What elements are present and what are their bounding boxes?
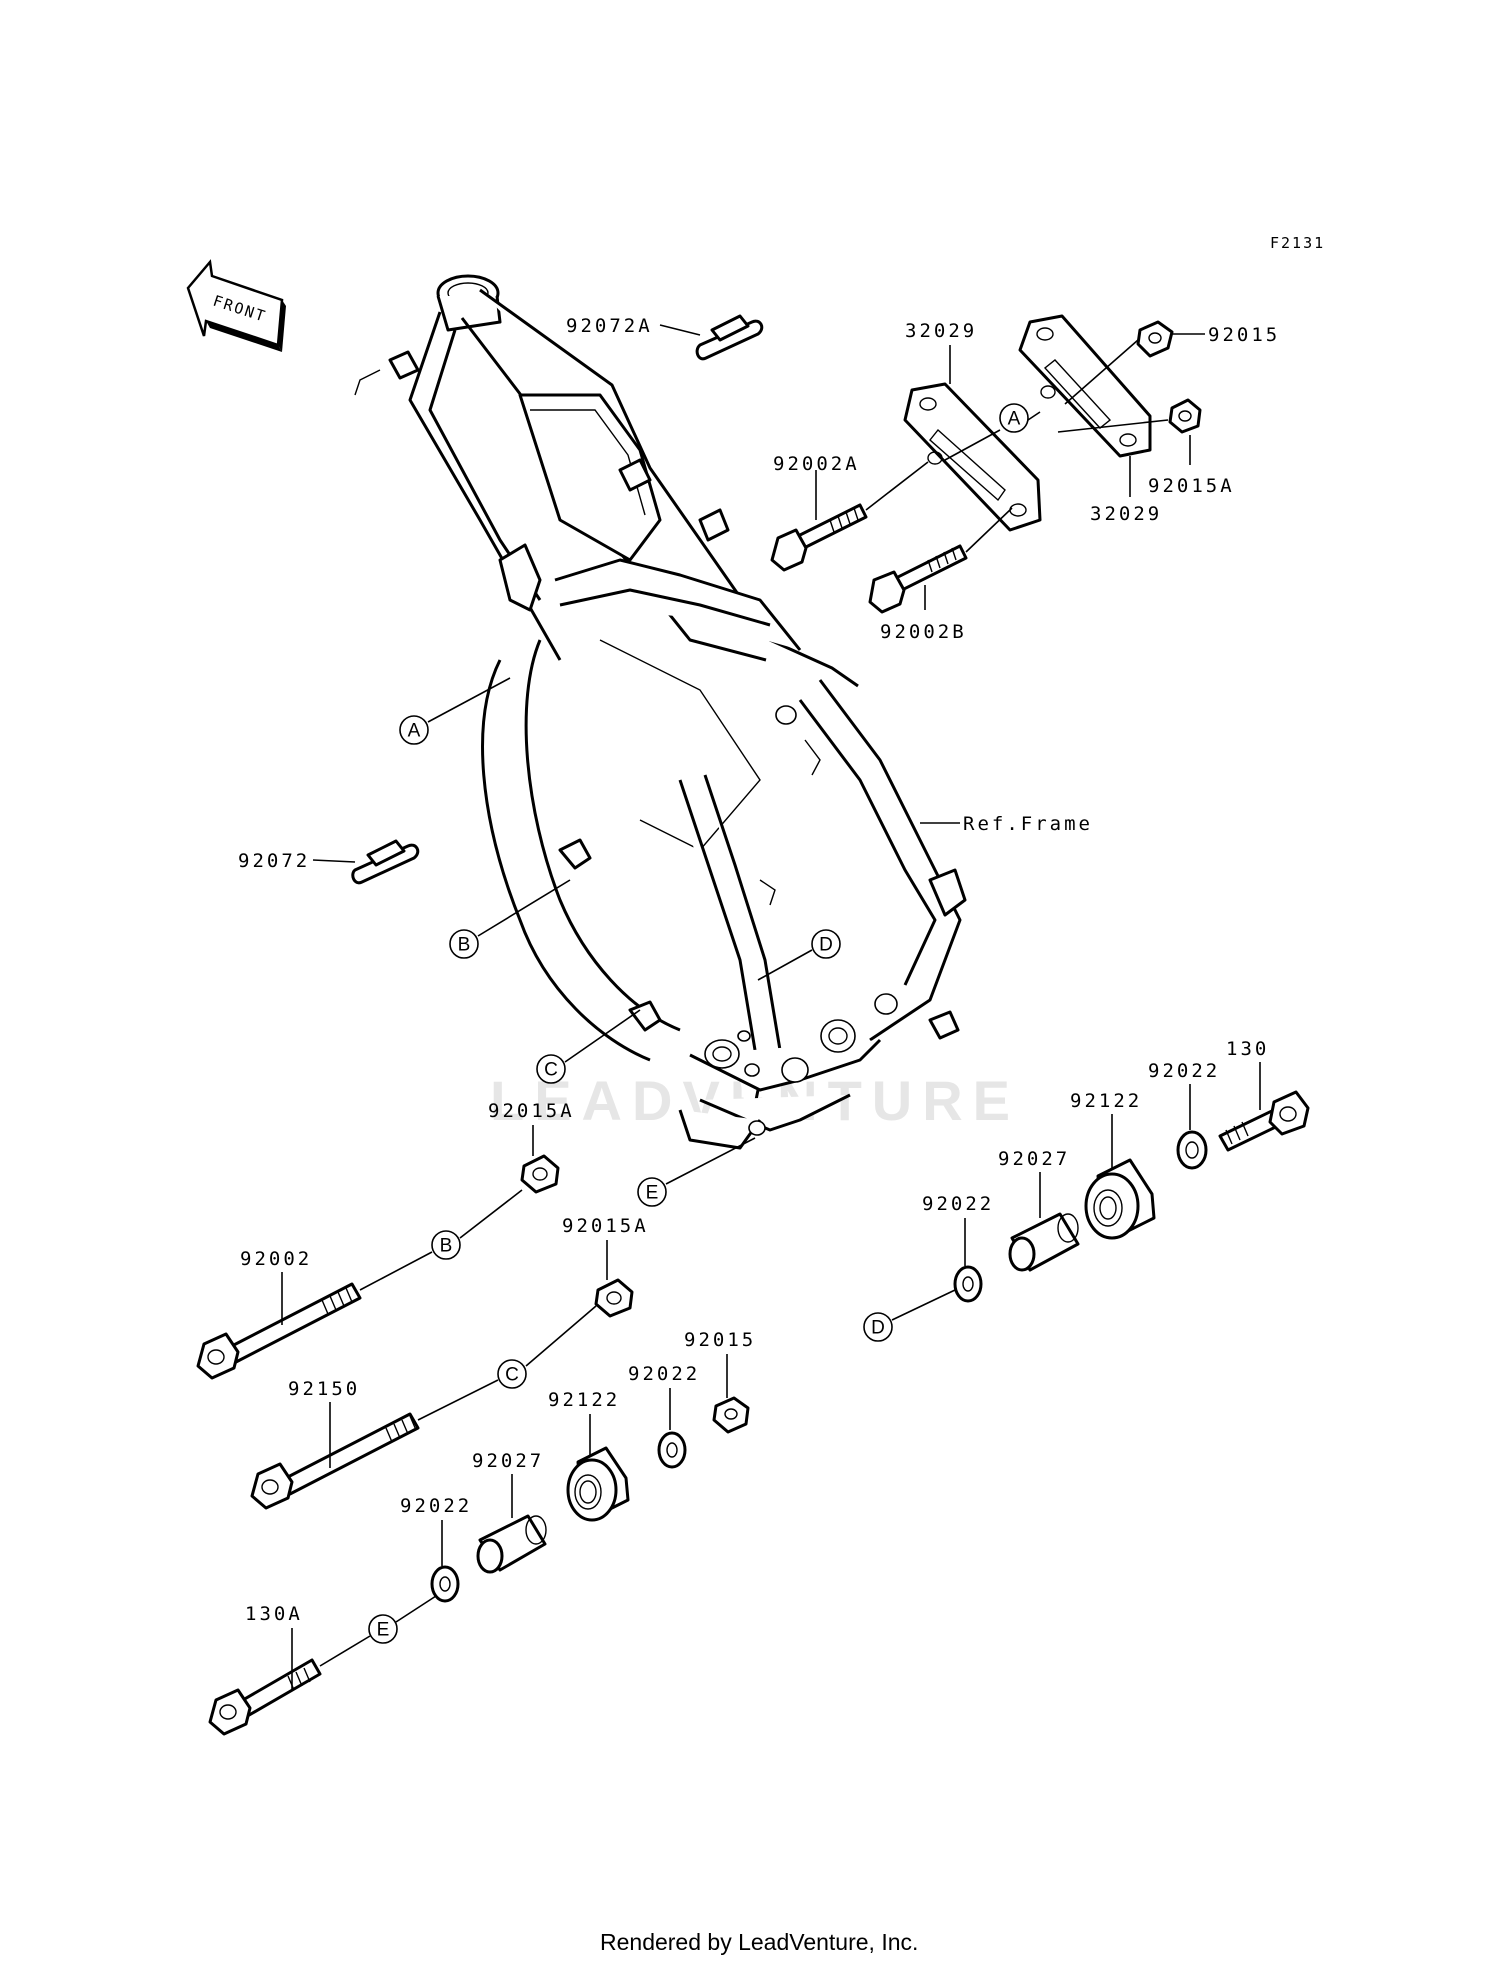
bracket-plate-32029-front (903, 382, 1042, 532)
label-92015A-mid: 92015A (488, 1100, 575, 1122)
bolt-92002 (196, 1282, 362, 1380)
label-92072A: 92072A (566, 315, 653, 337)
bolt-130 (1218, 1090, 1310, 1152)
washer-92022-right-top (1176, 1130, 1208, 1170)
callout-C-frame: C (544, 1060, 558, 1081)
label-92027-low: 92027 (472, 1450, 544, 1472)
label-92015A-top: 92015A (1148, 475, 1235, 497)
ref-frame-label: Ref.Frame (963, 813, 1093, 835)
label-92022-left: 92022 (400, 1495, 472, 1517)
collar-92027-right (1008, 1212, 1080, 1272)
callout-D-frame: D (819, 935, 833, 956)
nut-92015-low (712, 1396, 750, 1434)
nut-92015A-low (594, 1278, 634, 1318)
label-130: 130 (1226, 1038, 1269, 1060)
label-92022-right-top: 92022 (1148, 1060, 1220, 1082)
label-92072: 92072 (238, 850, 310, 872)
label-92122-low: 92122 (548, 1389, 620, 1411)
washer-92022-low (657, 1431, 687, 1469)
label-92122-right: 92122 (1070, 1090, 1142, 1112)
label-92002: 92002 (240, 1248, 312, 1270)
nut-92015A-top (1168, 398, 1202, 434)
label-130A: 130A (245, 1603, 303, 1625)
frame-drawing (354, 274, 967, 1150)
callout-B-bolt: B (440, 1236, 453, 1257)
callout-E-frame: E (646, 1183, 659, 1204)
label-92027-right: 92027 (998, 1148, 1070, 1170)
label-92002A: 92002A (773, 453, 860, 475)
callout-A-top: A (1008, 409, 1021, 430)
bushing-92122-low (566, 1446, 630, 1522)
bushing-92122-right (1084, 1158, 1156, 1240)
bolt-92002B (868, 544, 968, 614)
bolt-92150 (250, 1412, 420, 1510)
label-92015-low: 92015 (684, 1329, 756, 1351)
label-92002B: 92002B (880, 621, 967, 643)
bolt-92002A (770, 503, 868, 572)
label-92015-top: 92015 (1208, 324, 1280, 346)
callout-A-frame: A (408, 721, 421, 742)
washer-92022-right (953, 1265, 983, 1303)
collar-92027-low (476, 1514, 547, 1574)
label-32029-top: 32029 (905, 320, 977, 342)
washer-92022-left (430, 1565, 460, 1603)
label-92015A-low: 92015A (562, 1215, 649, 1237)
bolt-130A (208, 1658, 322, 1736)
nut-92015A-mid (520, 1154, 560, 1194)
callout-E-bolt: E (377, 1620, 390, 1641)
diagram-id: F2131 (1270, 234, 1325, 252)
clamp-92072A (695, 314, 764, 361)
callout-C-bolt: C (505, 1365, 519, 1386)
callout-B-frame: B (458, 935, 471, 956)
nut-92015-top (1136, 320, 1174, 358)
label-92022-low: 92022 (628, 1363, 700, 1385)
label-92150: 92150 (288, 1378, 360, 1400)
label-32029-bottom: 32029 (1090, 503, 1162, 525)
clamp-92072 (351, 839, 420, 885)
footer-credit: Rendered by LeadVenture, Inc. (600, 1929, 918, 1955)
front-arrow-icon: FRONT (186, 259, 286, 352)
label-92022-right: 92022 (922, 1193, 994, 1215)
callout-D-right: D (871, 1318, 885, 1339)
